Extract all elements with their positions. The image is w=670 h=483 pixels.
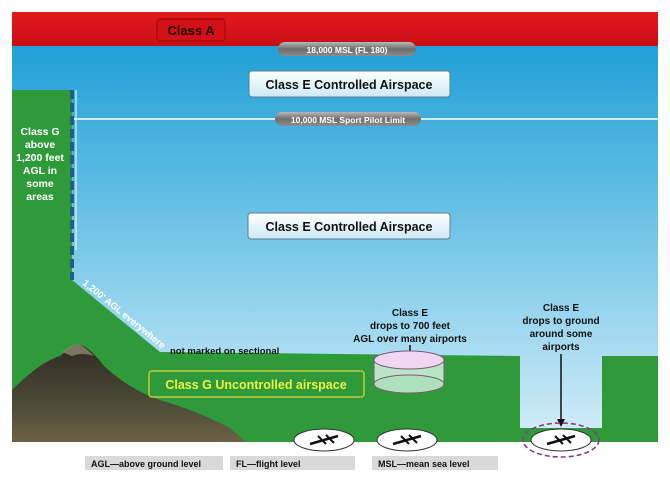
class-e-upper-label: Class E Controlled Airspace	[266, 78, 433, 92]
legend-msl-text: MSL—mean sea level	[378, 459, 470, 469]
class-g-uncontrolled-label: Class G Uncontrolled airspace	[165, 378, 346, 392]
class-a-box	[156, 18, 226, 42]
class-e-700-line-2: drops to 700 feet	[370, 321, 451, 332]
airport-icon-1	[293, 428, 355, 452]
msl-18000-pill	[278, 42, 416, 56]
class-g-left-line-1: Class G	[20, 126, 59, 138]
class-e-700-line-3: AGL over many airports	[353, 334, 467, 345]
class-e-middle-label: Class E Controlled Airspace	[266, 220, 433, 234]
class-g-left-line-3: 1,200 feet	[16, 152, 64, 164]
airport-icon-3	[522, 422, 600, 458]
class-a-band	[12, 12, 658, 46]
legend-agl-box	[85, 456, 223, 470]
msl-10000-label: 10,000 MSL Sport Pilot Limit	[291, 115, 405, 125]
class-g-left-line-2: above	[25, 139, 56, 151]
cylinder-bottom	[373, 374, 445, 394]
class-e-ground-line-4: airports	[542, 342, 580, 353]
class-e-ground-line-1: Class E	[543, 303, 579, 314]
class-e-ground-line-2: drops to ground	[522, 316, 599, 327]
class-e-middle-box	[247, 212, 451, 240]
class-e-ground-line-3: around some	[530, 329, 593, 340]
class-e-700-line-1: Class E	[392, 308, 428, 319]
class-g-uncontrolled-box	[148, 370, 365, 398]
mountain-terrain	[12, 344, 246, 442]
class-g-area	[12, 90, 520, 442]
airport-icon-2	[376, 428, 438, 452]
msl-10000-pill	[275, 112, 421, 126]
legend-msl-box	[372, 456, 498, 470]
legend-fl-box	[230, 456, 355, 470]
legend-fl-text: FL—flight level	[236, 459, 301, 469]
class-g-left-line-4: AGL in	[23, 165, 57, 177]
class-g-left-line-6: areas	[26, 191, 54, 203]
cylinder-top	[373, 350, 445, 370]
class-e-upper-box	[248, 70, 451, 98]
class-e-ground-arrow-head	[557, 419, 565, 427]
msl-18000-label: 18,000 MSL (FL 180)	[307, 45, 388, 55]
not-marked-label: not marked on sectional	[170, 346, 279, 357]
class-g-left-line-5: some	[26, 178, 54, 190]
mountain-snow	[62, 344, 94, 356]
class-g-right-block	[602, 356, 658, 442]
class-a-label: Class A	[167, 23, 215, 38]
legend-agl-text: AGL—above ground level	[91, 459, 201, 469]
